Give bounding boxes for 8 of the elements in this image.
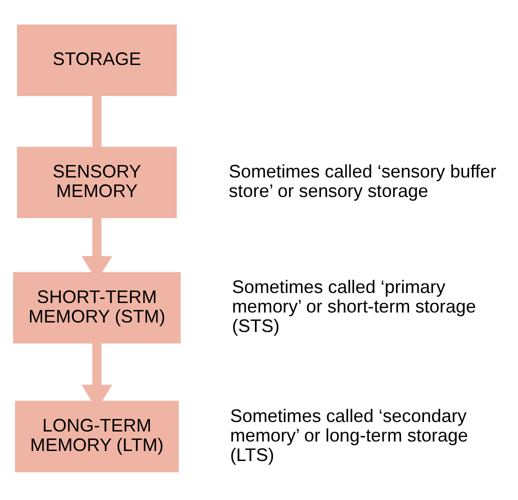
node-box: SHORT-TERM MEMORY (STM) (13, 272, 181, 344)
node-label: Sometimes called ‘sensory buffer store’ or sensory storage (228, 161, 496, 201)
node-box: SENSORY MEMORY (16, 146, 177, 218)
connector (92, 96, 102, 148)
node-box: LONG-TERM MEMORY (LTM) (15, 400, 179, 472)
node-label: Sometimes called ‘secondary memory’ or long-term storage (LTS) (230, 406, 468, 465)
node-label: Sometimes called ‘primary memory’ or short-term storage (STS) (232, 277, 476, 336)
node-box: STORAGE (16, 24, 177, 96)
